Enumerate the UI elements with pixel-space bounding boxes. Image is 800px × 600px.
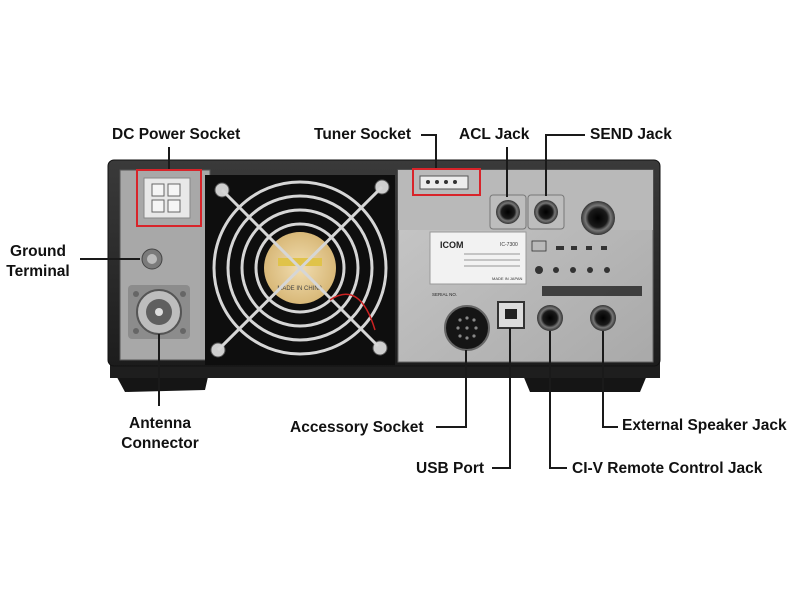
label-acl-jack: ACL Jack xyxy=(459,126,530,143)
accessory-leader-v xyxy=(465,350,467,428)
made-in-label: MADE IN JAPAN xyxy=(492,276,522,281)
key-jack xyxy=(581,201,615,235)
ext-speaker-leader-h xyxy=(602,426,618,428)
label-antenna-connector: Antenna Connector xyxy=(110,414,210,454)
barcode xyxy=(542,286,642,296)
acl-leader xyxy=(506,147,508,197)
label-send-jack: SEND Jack xyxy=(590,126,672,143)
label-accessory-socket: Accessory Socket xyxy=(290,419,424,436)
fan-wire xyxy=(329,293,376,331)
model-label: IC-7300 xyxy=(500,242,518,248)
dc-power-leader xyxy=(168,147,170,169)
tuner-socket-highlight-box xyxy=(412,168,481,196)
label-usb-port: USB Port xyxy=(416,460,485,477)
tuner-socket xyxy=(419,175,469,190)
dc-power-highlight-box xyxy=(136,169,202,227)
label-antenna-line2: Connector xyxy=(121,435,199,453)
accessory-leader-h xyxy=(436,426,467,428)
send-leader-h xyxy=(545,134,585,136)
serial-label: SERIAL NO. xyxy=(432,292,457,297)
antenna-leader xyxy=(158,334,160,406)
label-antenna-line1: Antenna xyxy=(129,415,191,432)
tuner-leader-v xyxy=(435,134,437,168)
ci-v-leader-v xyxy=(549,331,551,469)
brand-label: ICOM xyxy=(440,240,464,250)
label-ground-terminal: Ground Terminal xyxy=(2,242,74,282)
ground-leader xyxy=(80,258,140,260)
label-ci-v-remote-control-jack: CI-V Remote Control Jack xyxy=(572,460,763,477)
ext-speaker-jack xyxy=(590,305,616,331)
fan-guard xyxy=(212,180,388,356)
usb-leader-h xyxy=(492,467,511,469)
send-leader-v xyxy=(545,134,547,196)
send-jack xyxy=(534,200,558,224)
ci-v-leader-h xyxy=(549,467,567,469)
port-symbols xyxy=(531,240,610,274)
acl-jack xyxy=(496,200,520,224)
fan-origin-label: MADE IN CHINA xyxy=(277,286,322,292)
model-sticker xyxy=(429,231,527,285)
tuner-leader-h xyxy=(421,134,437,136)
label-ground-line2: Terminal xyxy=(6,263,70,281)
label-external-speaker-jack: External Speaker Jack xyxy=(622,417,787,434)
label-tuner-socket: Tuner Socket xyxy=(314,126,412,143)
usb-leader-v xyxy=(509,328,511,469)
label-dc-power-socket: DC Power Socket xyxy=(112,126,241,143)
ci-v-jack xyxy=(537,305,563,331)
ext-speaker-leader-v xyxy=(602,331,604,428)
label-ground-line1: Ground xyxy=(10,243,66,260)
